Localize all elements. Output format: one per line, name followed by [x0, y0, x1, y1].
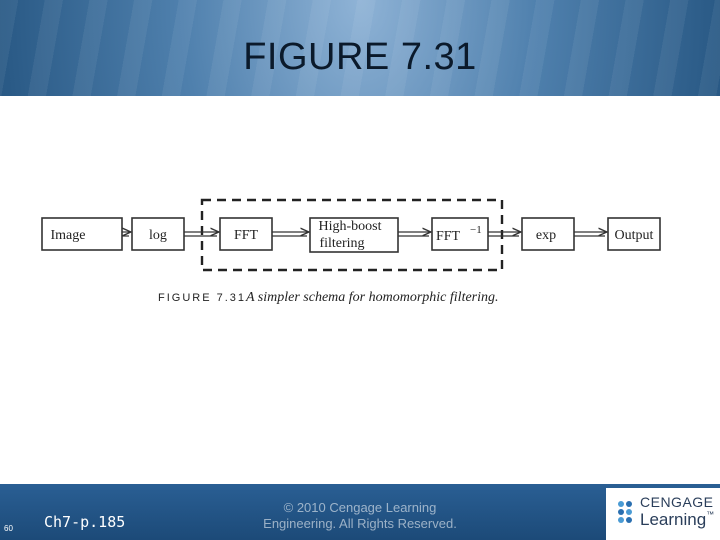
inverse-fft-block	[431, 217, 489, 251]
output-block	[607, 217, 661, 251]
image-block-label: Image	[51, 228, 86, 243]
flow-arrows	[122, 232, 607, 237]
inverse-fft-block-label: FFT	[436, 229, 461, 244]
logo-trademark: ™	[706, 510, 715, 519]
high-boost-label-line2: filtering	[319, 236, 364, 251]
figure-panel	[0, 96, 720, 484]
log-block	[131, 217, 185, 251]
slide-title: FIGURE 7.31	[243, 36, 477, 78]
logo-text-learning: Learning™	[640, 510, 714, 530]
fft-block-label: FFT	[234, 228, 259, 243]
figure-caption-label: FIGURE 7.31	[158, 292, 246, 304]
high-boost-label-line1: High-boost	[319, 219, 382, 234]
output-block-label: Output	[615, 228, 654, 243]
chapter-reference: Ch7-p.185	[44, 513, 126, 531]
logo-text-cengage: CENGAGE	[640, 494, 714, 510]
exp-block-label: exp	[536, 228, 556, 243]
inverse-fft-superscript: −1	[470, 224, 482, 236]
copyright-notice: © 2010 Cengage Learning Engineering. All…	[252, 500, 468, 532]
logo-text-learning-word: Learning	[640, 510, 707, 529]
exp-block	[521, 217, 575, 251]
image-block	[41, 217, 123, 251]
high-boost-filtering-block	[309, 217, 399, 253]
copyright-line1: © 2010 Cengage Learning	[283, 500, 437, 515]
footer-band	[0, 484, 720, 540]
cengage-logo	[606, 488, 720, 540]
cengage-logo-icon	[618, 501, 632, 523]
copyright-line2: Engineering. All Rights Reserved.	[263, 516, 457, 531]
background-rays	[0, 0, 720, 100]
slide-number: 60	[4, 524, 13, 533]
figure-caption-text: A simpler schema for homomorphic filteri…	[245, 290, 499, 305]
block-diagram: Image log FFT High-boost filtering FFT −…	[41, 198, 661, 305]
dashed-frequency-domain-box	[200, 198, 504, 272]
log-block-label: log	[149, 228, 167, 243]
fft-block	[219, 217, 273, 251]
